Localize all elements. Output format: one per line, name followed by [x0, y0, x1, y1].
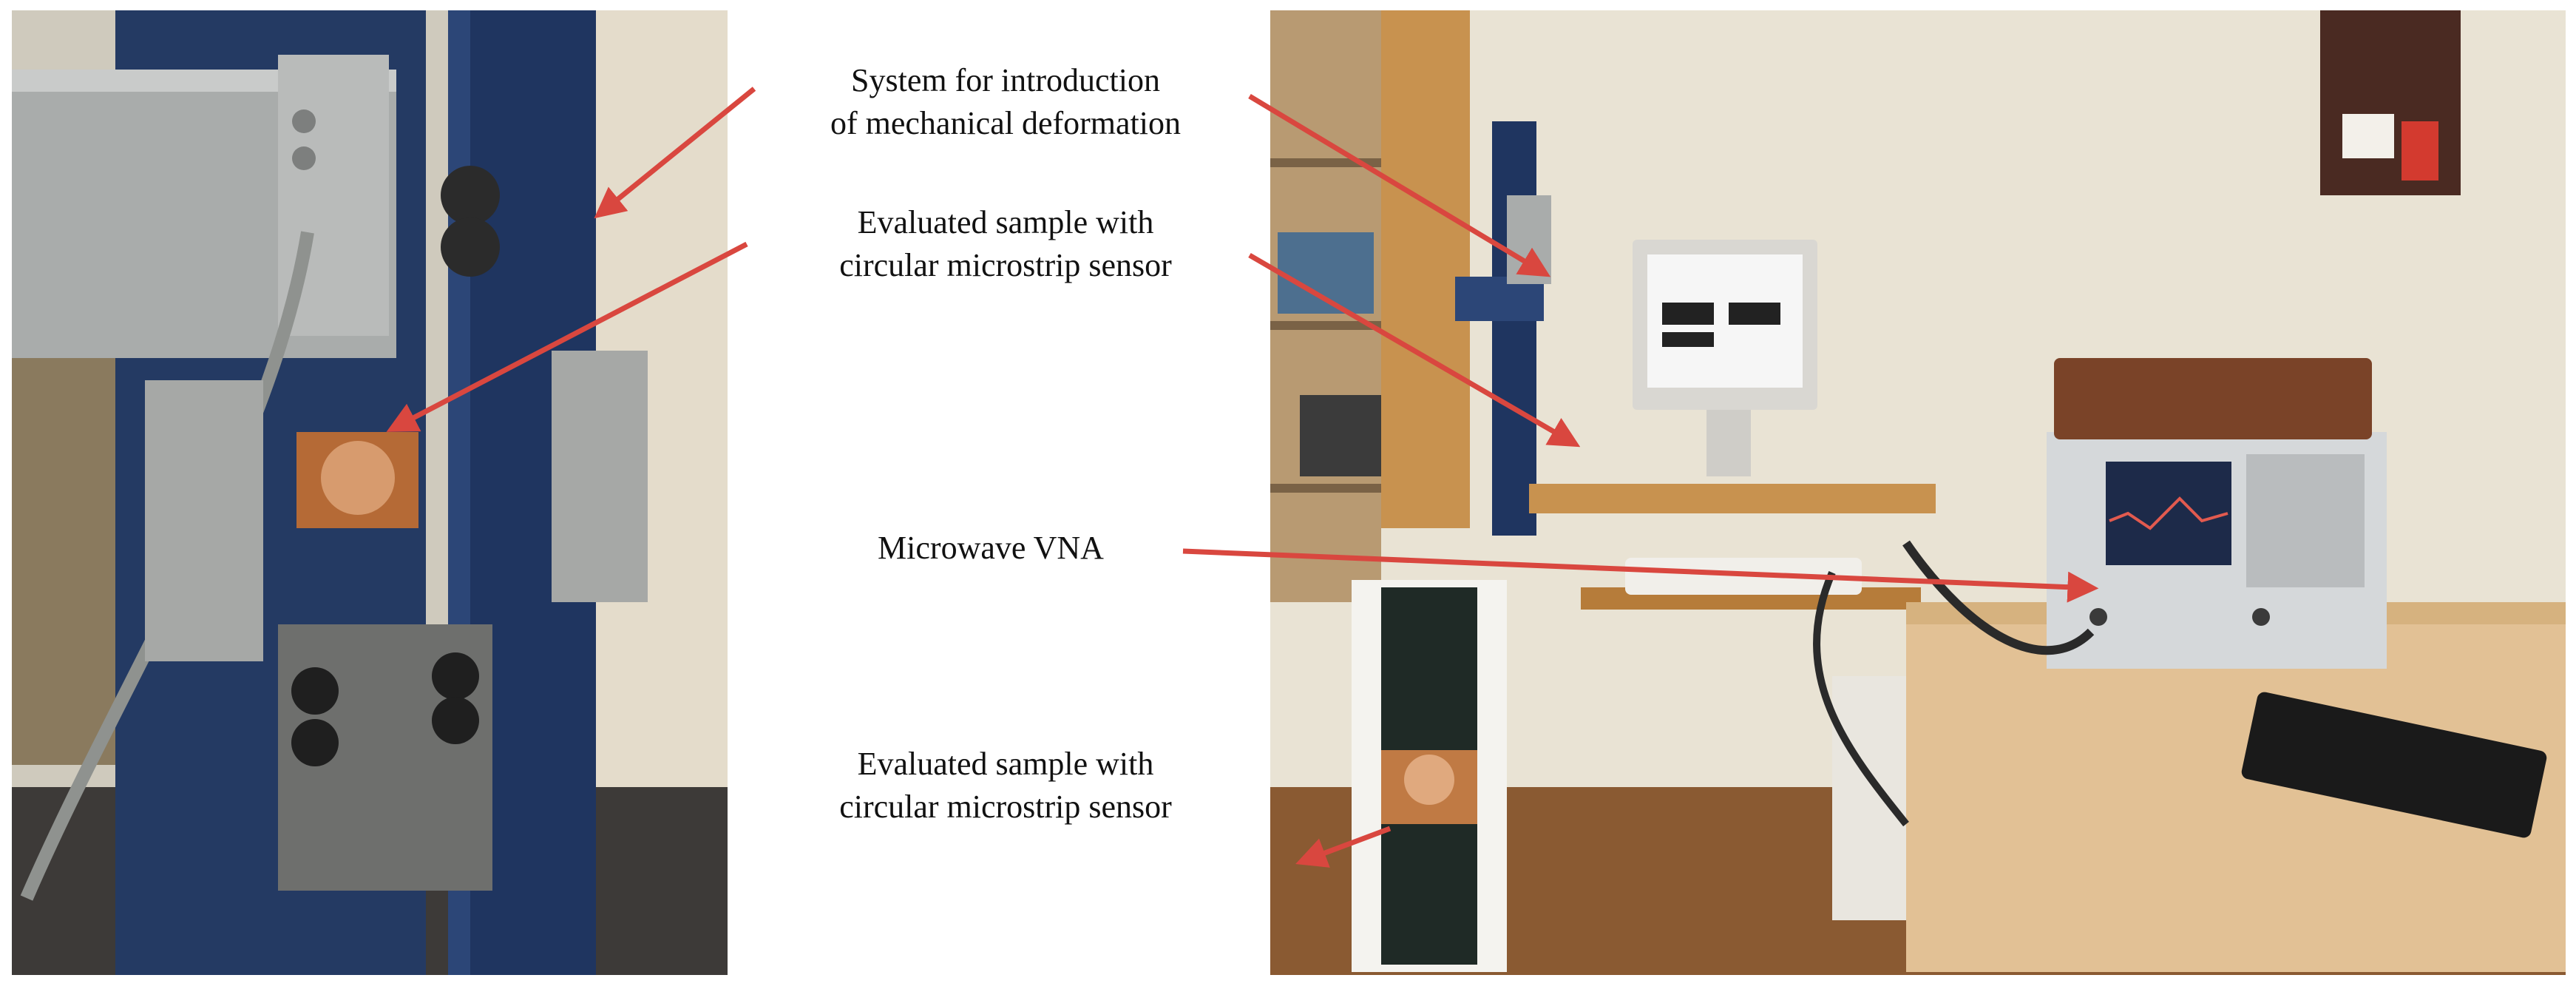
- instrument-case: [2054, 358, 2372, 439]
- label-evaluated-sample-top: Evaluated sample with circular microstri…: [762, 201, 1250, 287]
- right-side-clamp: [552, 351, 648, 602]
- label-deformation-line1: System for introduction: [851, 62, 1160, 98]
- label-sample-top-line1: Evaluated sample with: [857, 204, 1154, 240]
- label-evaluated-sample-bottom: Evaluated sample with circular microstri…: [762, 743, 1250, 829]
- left-side-clamp: [145, 380, 263, 661]
- label-deformation-line2: of mechanical deformation: [830, 105, 1181, 141]
- label-microwave-vna: Microwave VNA: [799, 527, 1183, 570]
- bench-keyboard: [2241, 692, 2547, 838]
- deformation-machine: [1492, 121, 1536, 536]
- label-vna-text: Microwave VNA: [878, 530, 1104, 566]
- label-sample-bottom-line1: Evaluated sample with: [857, 746, 1154, 782]
- photo-lab-measurement-setup: [1270, 10, 2566, 975]
- wooden-panel: [1381, 10, 1470, 528]
- circular-microstrip-sensor: [321, 441, 395, 515]
- electrical-outlet-panel: [2320, 10, 2461, 195]
- label-deformation-system: System for introduction of mechanical de…: [762, 59, 1250, 145]
- label-sample-bottom-line2: circular microstrip sensor: [839, 789, 1172, 825]
- photo-deformation-fixture-closeup: [12, 10, 728, 975]
- label-sample-top-line2: circular microstrip sensor: [839, 247, 1172, 283]
- computer-desk: [1529, 484, 1936, 513]
